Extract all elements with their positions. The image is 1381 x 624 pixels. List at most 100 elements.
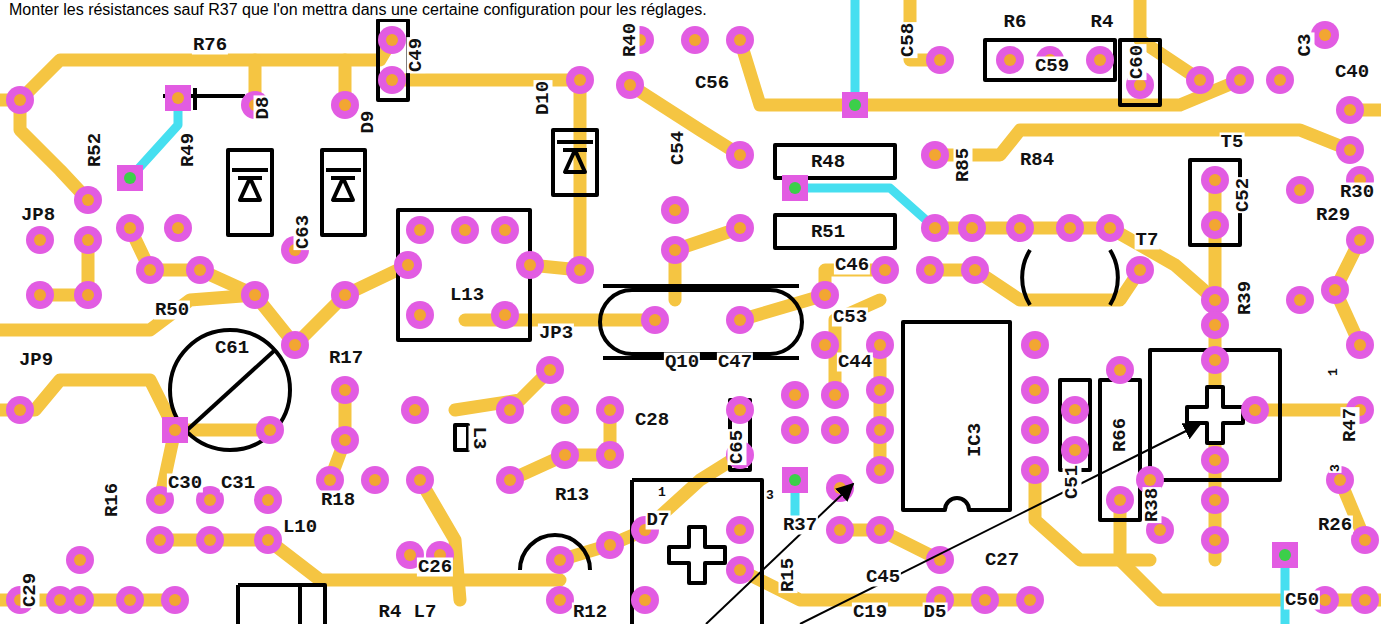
solder-pad: [782, 467, 808, 493]
round-pad: [616, 71, 644, 99]
pad-hole: [1069, 444, 1081, 456]
solder-pad: [1346, 226, 1374, 254]
solder-pad: [1021, 416, 1049, 444]
pad-hole: [829, 424, 841, 436]
round-pad: [46, 586, 74, 614]
capacitor-outline: [378, 20, 408, 100]
part-label: C30: [167, 474, 203, 493]
pad-hole: [639, 594, 651, 606]
solder-pad: [961, 256, 989, 284]
pad-hole: [1319, 594, 1331, 606]
round-pad: [136, 256, 164, 284]
round-pad: [186, 256, 214, 284]
solder-pad: [726, 214, 754, 242]
part-label: D10: [534, 80, 553, 116]
copper-trace: [0, 380, 175, 430]
round-pad: [546, 586, 574, 614]
pad-hole: [154, 534, 166, 546]
pad-hole: [1209, 534, 1221, 546]
solder-pad: [631, 586, 659, 614]
solder-pad: [566, 256, 594, 284]
pad-hole: [144, 264, 156, 276]
part-label: C58: [899, 22, 918, 58]
part-label: R38: [1143, 487, 1162, 523]
pad-hole: [1294, 294, 1306, 306]
solder-pad: [165, 85, 191, 111]
round-pad: [6, 86, 34, 114]
pad-hole: [504, 404, 516, 416]
pad-hole: [1014, 222, 1026, 234]
part-label: R47: [1341, 407, 1360, 443]
solder-pad: [451, 216, 479, 244]
solder-pad: [1286, 286, 1314, 314]
copper-trace: [1110, 228, 1215, 300]
bottom-trace: [851, 0, 860, 105]
round-pad: [536, 356, 564, 384]
pad-hole: [289, 339, 301, 351]
square-pad: [165, 85, 191, 111]
part-label: R48: [810, 153, 846, 172]
pad-hole: [834, 524, 846, 536]
round-pad: [401, 396, 429, 424]
pad-hole: [324, 474, 336, 486]
round-pad: [116, 214, 144, 242]
solder-pad: [406, 301, 434, 329]
solder-pads: [6, 21, 1379, 614]
pad-hole: [1029, 424, 1041, 436]
round-pad: [551, 396, 579, 424]
solder-pad: [1201, 286, 1229, 314]
solder-pad: [1186, 66, 1214, 94]
part-label: R4: [1090, 13, 1115, 32]
pad-hole: [604, 449, 616, 461]
pad-hole: [1209, 319, 1221, 331]
round-pad: [1201, 486, 1229, 514]
solder-pad: [117, 165, 143, 191]
round-pad: [241, 281, 269, 309]
pad-hole: [1319, 29, 1331, 41]
pad-hole: [544, 364, 556, 376]
round-pad: [74, 186, 102, 214]
solder-pad: [1021, 376, 1049, 404]
diode-outline: [238, 585, 325, 624]
round-pad: [1346, 331, 1374, 359]
part-label: R26: [1317, 516, 1353, 535]
square-pad: [842, 92, 868, 118]
round-pad: [826, 516, 854, 544]
solder-pad: [331, 281, 359, 309]
pad-hole: [1354, 234, 1366, 246]
part-label: L13: [449, 286, 485, 305]
pad-hole: [1144, 474, 1156, 486]
pad-hole: [979, 594, 991, 606]
part-label: C26: [417, 558, 453, 577]
solder-pad: [1006, 214, 1034, 242]
round-pad: [546, 546, 574, 574]
round-pad: [726, 141, 754, 169]
solder-pad: [866, 456, 894, 484]
solder-pad: [516, 251, 544, 279]
pad-hole: [649, 314, 661, 326]
bottom-traces: [130, 0, 1285, 624]
part-label: L7: [413, 603, 438, 622]
round-pad: [1201, 446, 1229, 474]
pad-hole: [966, 222, 978, 234]
round-pad: [331, 281, 359, 309]
solder-pad: [1021, 331, 1049, 359]
pad-hole: [339, 434, 351, 446]
trimpot-outline: [632, 480, 762, 624]
part-label: C56: [694, 74, 730, 93]
pad-hole: [1209, 454, 1221, 466]
copper-trace: [1035, 470, 1150, 560]
solder-pad: [811, 331, 839, 359]
pad-hole: [339, 289, 351, 301]
pad-hole: [1004, 54, 1016, 66]
pad-hole: [124, 172, 136, 184]
part-label: L3: [469, 426, 488, 451]
pad-hole: [1279, 549, 1291, 561]
solder-pad: [1336, 96, 1364, 124]
solder-pad: [842, 92, 868, 118]
part-label: C53: [832, 308, 868, 327]
copper-traces: [0, 0, 1381, 600]
solder-pad: [661, 196, 689, 224]
square-pad: [162, 417, 188, 443]
round-pad: [726, 516, 754, 544]
